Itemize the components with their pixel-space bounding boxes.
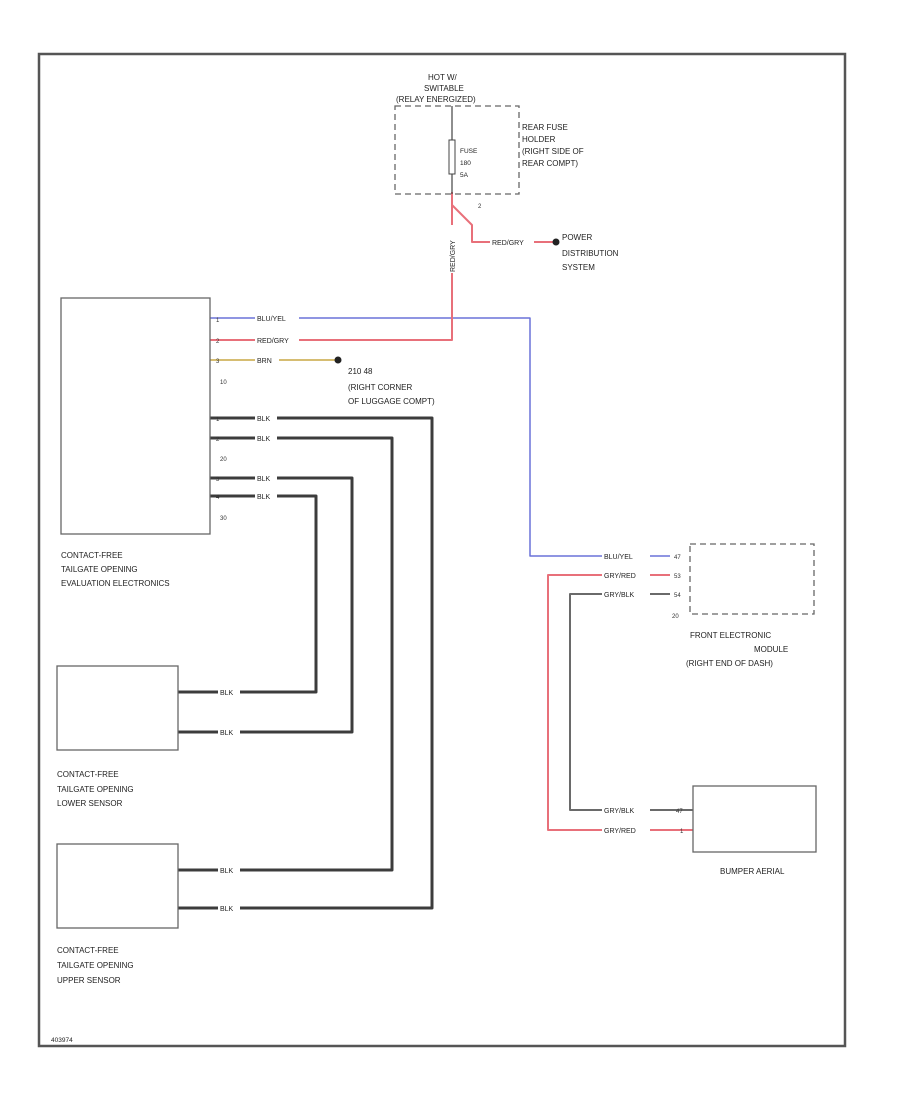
ground-point: 210 48 (RIGHT CORNER OF LUGGAGE COMPT) [334, 356, 435, 406]
evaluation-module: 1 2 3 10 1 2 20 3 4 30 CONTACT-FREE TAIL… [60, 297, 227, 588]
lower-sensor: CONTACT-FREE TAILGATE OPENING LOWER SENS… [56, 665, 179, 808]
wire-label-blk: BLK [220, 868, 234, 875]
wire-label-blk: BLK [220, 730, 234, 737]
fuse-holder-label: REAR FUSE [522, 123, 568, 132]
pin-number: 47 [674, 555, 681, 561]
diagram-code: 403974 [51, 1037, 73, 1044]
pin-number: 53 [674, 574, 681, 580]
fuse-holder: HOT W/ SWITABLE (RELAY ENERGIZED) FUSE 1… [394, 73, 584, 210]
pds-label: POWER [562, 233, 592, 242]
front-electronic-module: 47 53 54 20 FRONT ELECTRONIC MODULE (RIG… [672, 543, 815, 668]
wire-label-gry-red-aerial: GRY/RED [604, 828, 636, 835]
upper-sensor-label: UPPER SENSOR [57, 976, 121, 985]
fuse-holder-label: HOLDER [522, 135, 556, 144]
wire-label-gry-blk-aerial: GRY/BLK [604, 808, 635, 815]
lower-sensor-label: CONTACT-FREE [57, 770, 119, 779]
evaluation-module-label: EVALUATION ELECTRONICS [61, 579, 170, 588]
upper-sensor-label: CONTACT-FREE [57, 946, 119, 955]
wire-label-blu-yel-front: BLU/YEL [604, 554, 633, 561]
connector-number: 30 [220, 516, 227, 522]
bumper-aerial-box [692, 785, 817, 853]
wire-blk-lower-2 [178, 476, 354, 734]
fuse-label: FUSE [460, 148, 478, 155]
pin-number: 47 [676, 809, 683, 815]
front-module-label: (RIGHT END OF DASH) [686, 659, 773, 668]
splice-dot [552, 238, 560, 246]
upper-sensor: CONTACT-FREE TAILGATE OPENING UPPER SENS… [56, 843, 179, 985]
power-distribution: POWER DISTRIBUTION SYSTEM [552, 233, 619, 272]
front-module-box [689, 543, 815, 615]
wire-label-gry-blk-front: GRY/BLK [604, 592, 635, 599]
ground-label: (RIGHT CORNER [348, 383, 413, 392]
fuse-holder-label: REAR COMPT) [522, 159, 578, 168]
pin-number: 1 [216, 318, 220, 324]
fuse-holder-box [394, 105, 520, 195]
evaluation-module-label: TAILGATE OPENING [61, 565, 138, 574]
front-module-label: MODULE [754, 645, 788, 654]
hot-label: SWITABLE [424, 84, 464, 93]
pin-number: 4 [216, 495, 220, 501]
pin-number: 1 [216, 417, 220, 423]
pds-label: SYSTEM [562, 263, 595, 272]
wire-blk-upper-2 [178, 416, 434, 910]
lower-sensor-label: TAILGATE OPENING [57, 785, 134, 794]
fuse-element [448, 139, 456, 175]
ground-label: OF LUGGAGE COMPT) [348, 397, 435, 406]
connector-number: 20 [672, 614, 679, 620]
bumper-aerial-label: BUMPER AERIAL [720, 867, 785, 876]
bumper-aerial: 47 1 BUMPER AERIAL [676, 785, 817, 876]
wire-label-red-gry-vertical: RED/GRY [450, 240, 457, 272]
evaluation-module-box [60, 297, 211, 535]
wire-label-blk: BLK [220, 906, 234, 913]
wire-label-red-gry-branch: RED/GRY [492, 240, 524, 247]
wire-labels: BLU/YEL RED/GRY BRN BLK BLK BLK BLK BLK … [218, 225, 650, 913]
pin-number: 54 [674, 593, 681, 599]
fuse-pin-number: 2 [478, 204, 482, 210]
hot-label: (RELAY ENERGIZED) [396, 95, 476, 104]
wire-label-blk: BLK [257, 476, 271, 483]
upper-sensor-box [56, 843, 179, 929]
pin-number: 2 [216, 437, 220, 443]
wire-label-blk: BLK [257, 416, 271, 423]
wire-blu-yel [210, 317, 670, 557]
upper-sensor-label: TAILGATE OPENING [57, 961, 134, 970]
pds-label: DISTRIBUTION [562, 249, 619, 258]
connector-number: 20 [220, 457, 227, 463]
wire-label-brn: BRN [257, 358, 272, 365]
fuse-label: 5A [460, 172, 469, 179]
front-module-label: FRONT ELECTRONIC [690, 631, 771, 640]
pin-number: 3 [216, 477, 220, 483]
connector-number: 10 [220, 380, 227, 386]
ground-label: 210 48 [348, 367, 373, 376]
pin-number: 3 [216, 359, 220, 365]
wire-blk-upper-1 [178, 436, 394, 872]
wire-label-blk: BLK [220, 690, 234, 697]
fuse-holder-label: (RIGHT SIDE OF [522, 147, 584, 156]
wire-label-blu-yel: BLU/YEL [257, 316, 286, 323]
evaluation-module-label: CONTACT-FREE [61, 551, 123, 560]
wire-label-blk: BLK [257, 436, 271, 443]
lower-sensor-label: LOWER SENSOR [57, 799, 123, 808]
hot-label: HOT W/ [428, 73, 458, 82]
ground-dot [334, 356, 342, 364]
pin-number: 1 [680, 829, 684, 835]
wire-label-blk: BLK [257, 494, 271, 501]
pin-number: 2 [216, 339, 220, 345]
lower-sensor-box [56, 665, 179, 751]
wire-label-gry-red-front: GRY/RED [604, 573, 636, 580]
wire-gry-blk [569, 593, 693, 811]
wire-label-red-gry: RED/GRY [257, 338, 289, 345]
diagram-frame [37, 52, 847, 1048]
fuse-label: 180 [460, 160, 471, 167]
